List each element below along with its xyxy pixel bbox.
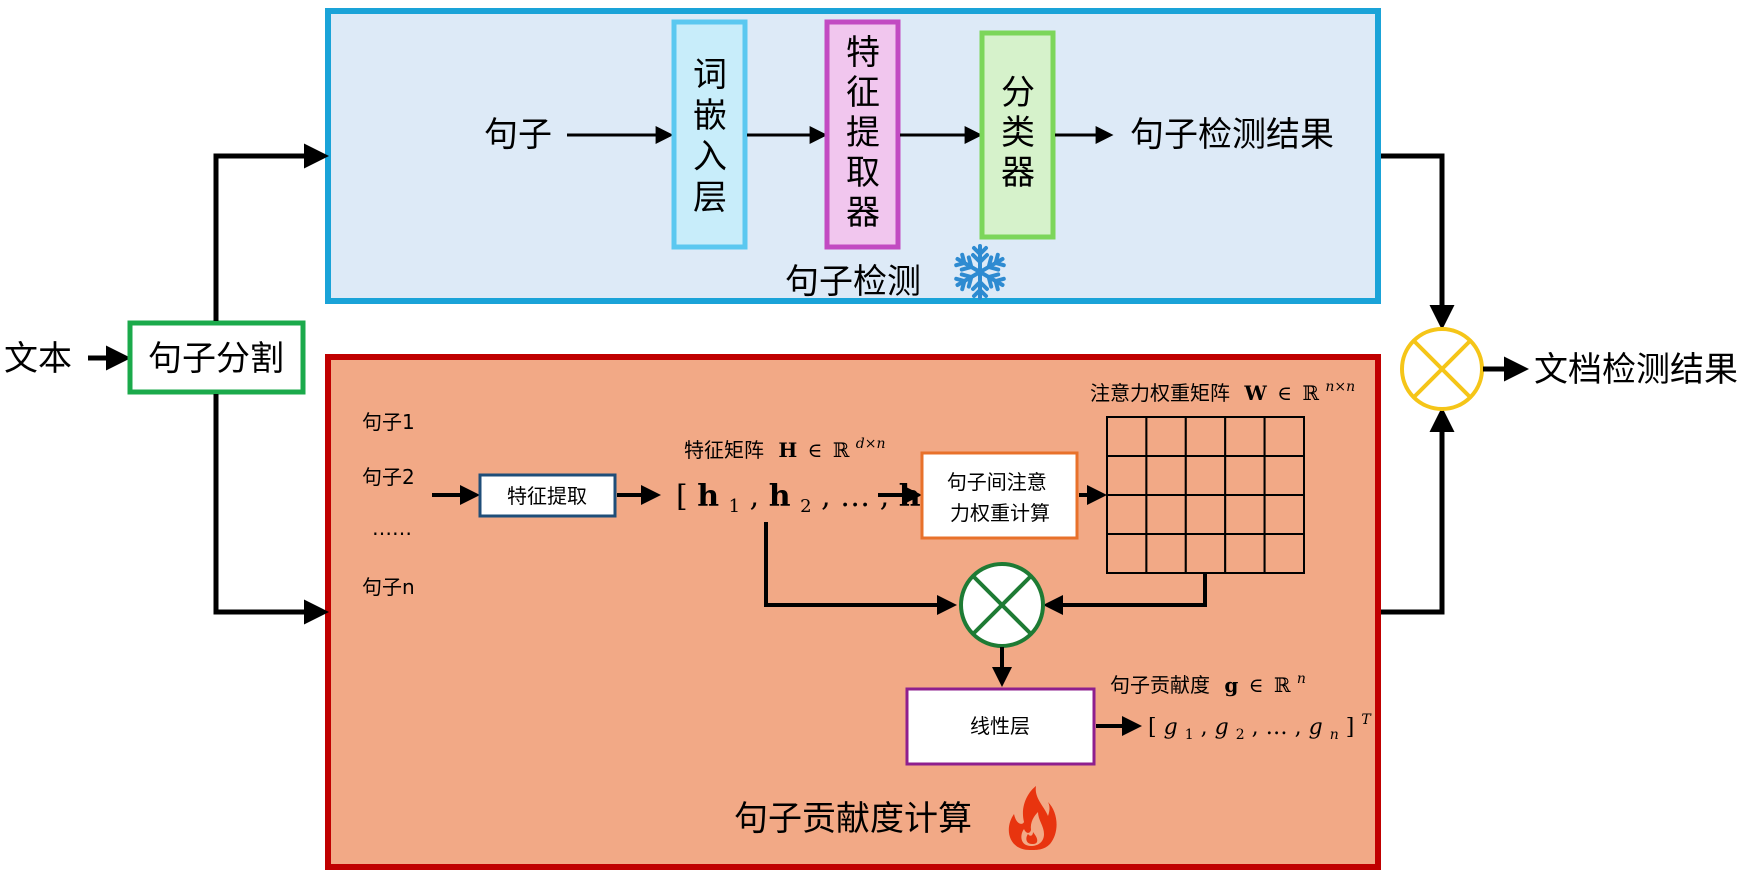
svg-text:提: 提 [846, 113, 880, 153]
attention-calc-label: 句子间注意 力权重计算 [947, 470, 1053, 525]
contribution-title: 句子贡献度计算 [734, 799, 972, 839]
matrix-cell [1224, 533, 1266, 574]
connector-hvector-to-combine [764, 522, 957, 615]
contribution-label: 句子贡献度 g ∈ ℝ n [1110, 671, 1306, 697]
classifier-label: 分 类 器 [1001, 73, 1035, 193]
svg-text:层: 层 [693, 178, 727, 218]
matrix-cell [1106, 494, 1148, 535]
feature-extractor-label: 特 征 提 取 器 [846, 33, 880, 233]
detection-input-label: 句子 [484, 115, 552, 155]
feature-extract-label: 特征提取 [507, 484, 587, 508]
matrix-cell [1263, 416, 1305, 457]
embedding-layer-label: 词 嵌 入 层 [693, 55, 727, 218]
sentence-split-box [127, 320, 306, 395]
list-item: …… [372, 516, 412, 540]
connector-detection-to-final [1381, 153, 1455, 330]
svg-text:分: 分 [1001, 73, 1035, 113]
connector-split-to-detection [213, 143, 329, 321]
document-result-label: 文档检测结果 [1534, 350, 1738, 390]
matrix-cell [1224, 455, 1266, 496]
attention-matrix-label: 注意力权重矩阵 W ∈ ℝ n×n [1090, 379, 1355, 405]
linear-layer-label: 线性层 [970, 714, 1030, 738]
svg-text:嵌: 嵌 [693, 96, 727, 136]
attention-combine-node [959, 562, 1045, 648]
matrix-cell [1145, 533, 1187, 574]
list-item: 句子n [362, 575, 415, 599]
matrix-cell [1224, 494, 1266, 535]
sentence-detection-result-label: 句子检测结果 [1130, 115, 1334, 155]
svg-text:器: 器 [846, 193, 880, 233]
matrix-cell [1184, 533, 1227, 574]
feature-matrix-label: 特征矩阵 H ∈ ℝ d×n [684, 436, 886, 462]
matrix-cell [1145, 494, 1187, 535]
svg-text:取: 取 [846, 153, 880, 193]
g-vector: [ g 1 , g 2 , … , g n ] T [1148, 712, 1372, 745]
sentence-list: 句子1 句子2 …… 句子n [362, 410, 415, 599]
svg-text:特: 特 [846, 33, 880, 73]
matrix-cell [1263, 533, 1305, 574]
linear-layer-box [905, 687, 1096, 766]
snowflake-icon [951, 244, 1009, 300]
svg-text:词: 词 [693, 55, 727, 95]
matrix-cell [1106, 416, 1148, 457]
matrix-cell [1184, 455, 1227, 496]
attention-matrix-grid [1106, 416, 1305, 574]
matrix-cell [1145, 416, 1187, 457]
sentence-split-label: 句子分割 [148, 339, 284, 379]
matrix-cell [1106, 533, 1148, 574]
svg-text:征: 征 [846, 73, 880, 113]
matrix-cell [1145, 455, 1187, 496]
embedding-layer-box [671, 19, 748, 250]
input-text-label: 文本 [4, 339, 72, 379]
flame-icon [1008, 786, 1057, 850]
h-vector: [ h 1 , h 2 , … , h n ] [676, 479, 963, 520]
classifier-box [979, 30, 1056, 240]
list-item: 句子2 [362, 465, 415, 489]
svg-text:器: 器 [1001, 153, 1035, 193]
feature-extractor-box [824, 19, 901, 250]
matrix-cell [1106, 455, 1148, 496]
connector-split-to-contribution [213, 394, 329, 625]
matrix-cell [1263, 494, 1305, 535]
matrix-cell [1224, 416, 1266, 457]
attention-calc-box [920, 451, 1079, 540]
matrix-cell [1263, 455, 1305, 496]
matrix-cell [1184, 416, 1227, 457]
matrix-cell [1184, 494, 1227, 535]
svg-text:入: 入 [693, 137, 727, 177]
list-item: 句子1 [362, 410, 415, 434]
sentence-detection-title: 句子检测 [785, 262, 921, 302]
final-combine-node [1400, 327, 1484, 411]
connector-contribution-to-final [1381, 407, 1455, 615]
connector-matrix-to-combine [1043, 573, 1207, 615]
feature-extract-box [478, 473, 617, 518]
svg-text:类: 类 [1001, 113, 1035, 153]
